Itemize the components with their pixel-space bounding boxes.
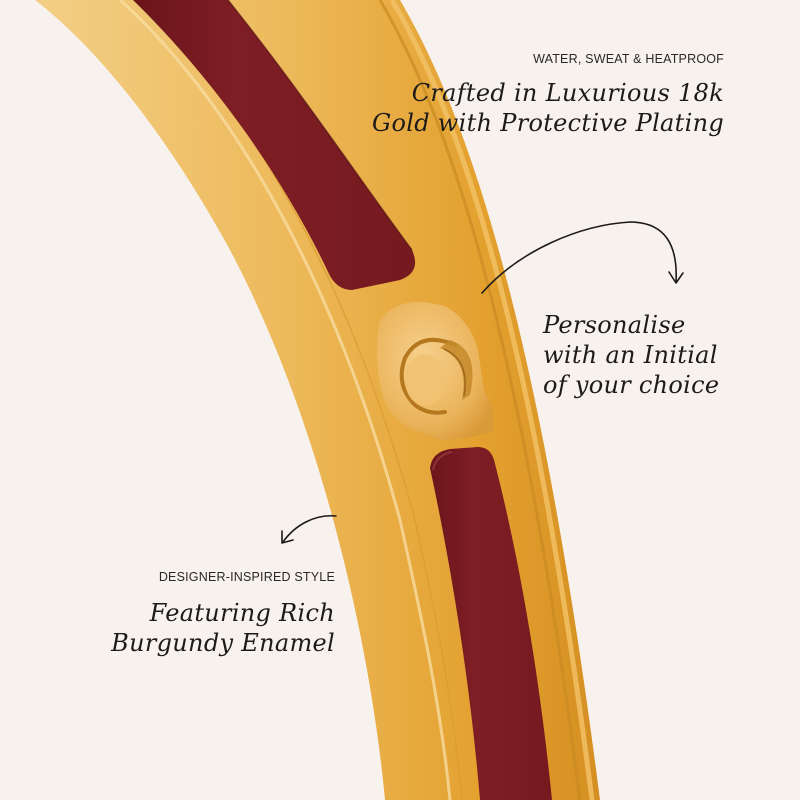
callout-personalise-line2: with an Initial: [543, 341, 718, 369]
callout-material-line2: Gold with Protective Plating: [372, 109, 724, 137]
callout-personalise-line1: Personalise: [543, 311, 686, 339]
callout-enamel-caption: DESIGNER-INSPIRED STYLE: [158, 570, 335, 584]
callout-enamel: DESIGNER-INSPIRED STYLE Featuring Rich B…: [111, 570, 335, 658]
enamel-panel-upper: [133, 0, 416, 290]
callout-material-caption: WATER, SWEAT & HEATPROOF: [533, 52, 724, 66]
callout-material: WATER, SWEAT & HEATPROOF Crafted in Luxu…: [372, 52, 724, 138]
callout-personalise-line3: of your choice: [543, 371, 720, 399]
callout-enamel-line2: Burgundy Enamel: [111, 629, 335, 657]
enamel-panel-lower: [430, 447, 552, 800]
callout-enamel-line1: Featuring Rich: [149, 599, 335, 627]
callout-material-line1: Crafted in Luxurious 18k: [411, 79, 724, 107]
callout-personalise: Personalise with an Initial of your choi…: [543, 310, 719, 400]
